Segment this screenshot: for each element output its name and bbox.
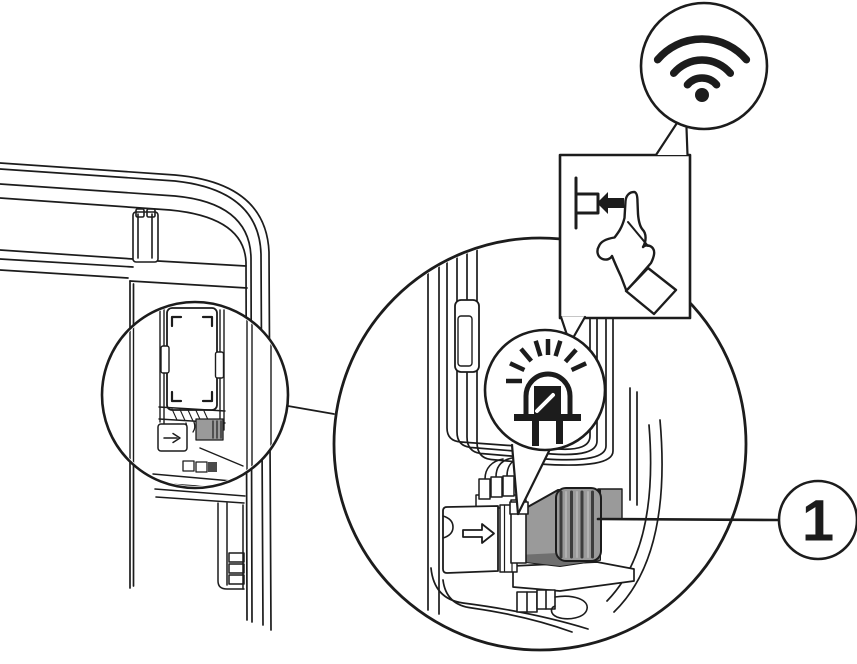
wifi-icon [653,35,751,102]
wire-connector [490,476,503,498]
callout-number: 1 [802,489,834,554]
opening-band-line [0,258,134,268]
cap-ribs [559,490,594,559]
bottom-connector [516,589,588,620]
led-bubble [483,315,607,516]
callout-circle [777,479,857,561]
arrow-bracket-small [157,423,188,452]
button-square [574,192,600,215]
cover-side-tab-left [160,345,170,374]
liner-channel [446,240,591,451]
detail-circle-small-content [129,304,272,486]
led-chip-slit [535,393,555,413]
led-rays [506,339,588,384]
bracket-notch [442,515,454,539]
hand-cuff [624,266,678,316]
frame-outer-edge [0,162,272,631]
callout-leader-line [596,517,781,522]
led-indicator-icon [506,339,588,446]
connector-small [182,460,195,472]
connector-wire-loop [550,595,588,620]
frame-inner-edge [0,197,248,621]
opening-bottom-line [0,269,129,279]
press-button-panel [558,153,692,320]
led-leg [532,421,539,446]
wifi-badge-circle [639,1,769,131]
wifi-badge-tail-fill [656,124,688,155]
rail-tab-inner [457,315,473,367]
floor-arc [430,567,589,630]
wifi-dot [695,88,709,102]
connector-dark-small [208,462,217,472]
led-bubble-tail [512,443,553,514]
cover-corner-marks [170,315,214,403]
cover-side-tab-right [214,351,225,379]
led-leg [556,421,563,444]
panel-top-edge [129,280,248,289]
module-cover-small [166,307,218,411]
right-corner-arc [613,419,663,613]
wire-connector [478,478,491,500]
frame-outer-edge-2 [0,168,264,626]
detail-circle-small [100,300,290,490]
hand-knuckle-line [627,221,649,247]
wire-connector [502,475,515,497]
slide-arrow-icon [462,523,495,544]
lower-bracket [154,488,246,590]
hinge-latch [132,208,159,263]
wifi-module-ribbed-cap [555,487,602,562]
module-platform [512,561,635,592]
opening-top-line [0,249,134,260]
magnified-content [427,240,663,633]
wifi-module-small [195,418,224,441]
led-dome [523,371,573,419]
detail-link-line [287,405,335,415]
connector-small [195,461,208,473]
opening-top-line-right [157,260,247,267]
led-base-plate [514,414,581,421]
floor-arc [442,579,573,633]
frame-mid-edge [0,183,253,623]
hand-outline [596,190,656,293]
press-button-hand-icon [574,176,678,316]
wifi-badge [639,1,769,157]
right-corner-arc [606,424,652,602]
rail-tab [454,299,480,373]
press-arrow-icon [597,192,624,214]
slide-bracket [442,504,518,574]
callout-1: 1 [596,479,857,561]
